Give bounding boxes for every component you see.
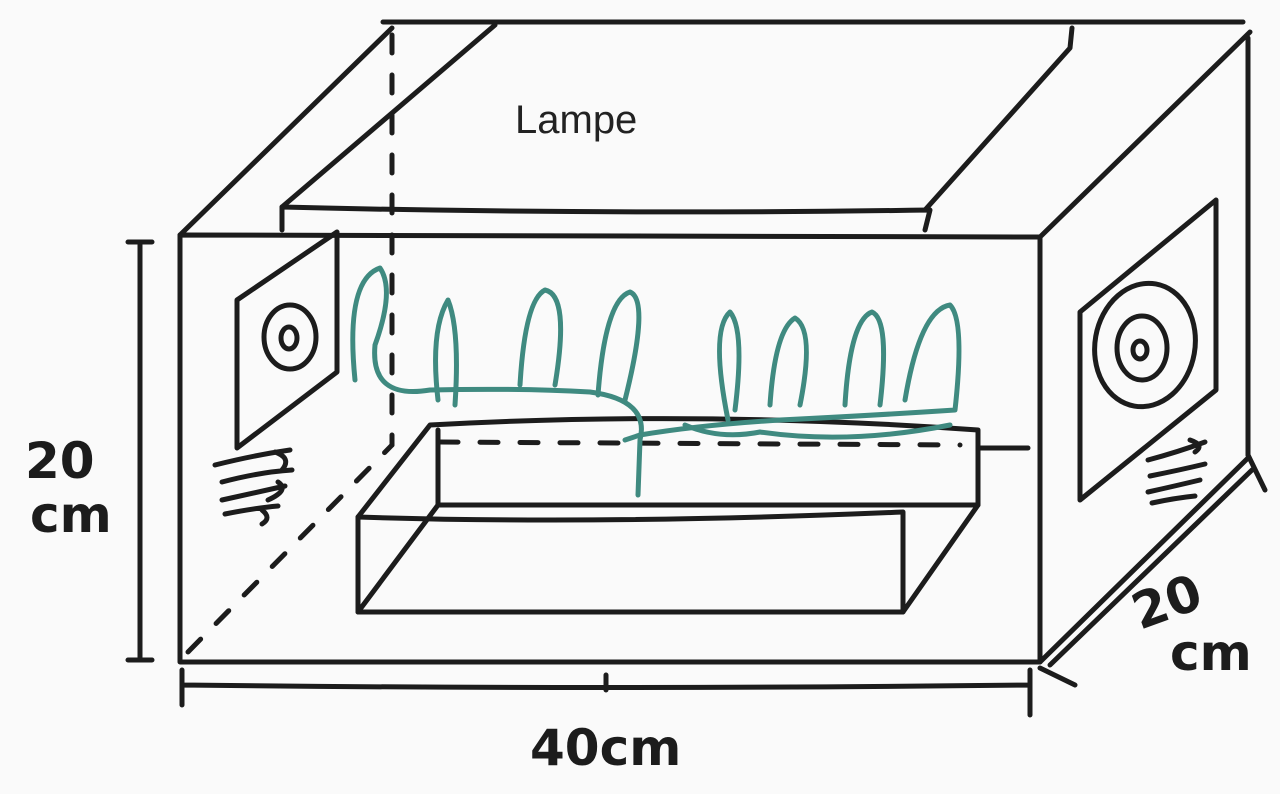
hidden-edges	[185, 32, 395, 655]
height-unit: cm	[30, 486, 112, 544]
depth-unit: cm	[1170, 624, 1252, 682]
width-dimension: 40cm	[179, 667, 1033, 777]
right-fan	[1077, 197, 1219, 506]
plants	[350, 265, 962, 498]
height-value: 20	[25, 432, 95, 490]
width-label: 40cm	[530, 719, 681, 777]
left-fan	[212, 229, 340, 527]
lamp-label: Lampe	[515, 98, 637, 142]
lamp: Lampe	[279, 22, 1075, 233]
height-dimension: 20 cm	[25, 239, 155, 663]
tray	[355, 416, 1031, 615]
box-outline	[177, 19, 1253, 665]
